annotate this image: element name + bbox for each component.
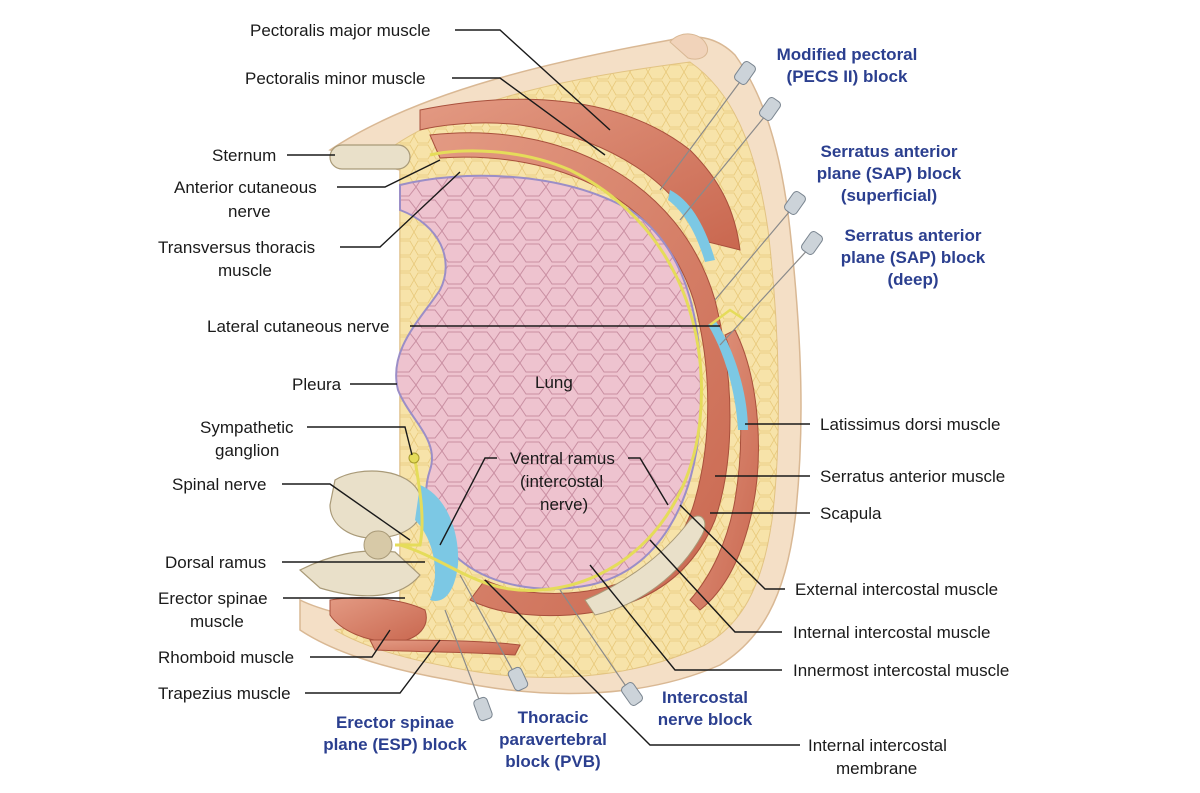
label-ventral-ramus-3: nerve) (540, 495, 588, 514)
label-latissimus-dorsi: Latissimus dorsi muscle (820, 415, 1000, 434)
block-esp-line-2: plane (ESP) block (323, 735, 467, 754)
spinal-nerve-trunk (395, 459, 424, 547)
label-external-intercostal: External intercostal muscle (795, 580, 998, 599)
label-ventral-ramus-1: Ventral ramus (510, 449, 615, 468)
label-internal-intercostal: Internal intercostal muscle (793, 623, 990, 642)
label-sympathetic-1: Sympathetic (200, 418, 294, 437)
label-internal-intercostal-membrane-2: membrane (836, 759, 917, 778)
block-esp-line-1: Erector spinae (336, 713, 454, 732)
label-scapula: Scapula (820, 504, 882, 523)
lateral-cutaneous-nerve-branch (709, 308, 746, 326)
block-label-sap-deep: Serratus anterior plane (SAP) block (dee… (841, 226, 986, 289)
sternum-bone (329, 144, 411, 170)
fascial-plane-deep (708, 320, 748, 430)
block-intercostal-line-1: Intercostal (662, 688, 748, 707)
scapula-bone (584, 515, 706, 616)
intercostal-nerve-path (399, 149, 703, 592)
label-lung: Lung (535, 373, 573, 392)
block-label-esp: Erector spinae plane (ESP) block (323, 713, 467, 754)
needle-hub-sap-superficial (759, 97, 781, 121)
label-lateral-cutaneous: Lateral cutaneous nerve (207, 317, 389, 336)
block-pvb-line-3: block (PVB) (505, 752, 600, 771)
label-rhomboid: Rhomboid muscle (158, 648, 294, 667)
label-ventral-ramus-2: (intercostal (520, 472, 603, 491)
label-spinal-nerve: Spinal nerve (172, 475, 267, 494)
label-internal-intercostal-membrane-1: Internal intercostal (808, 736, 947, 755)
block-sap-sup-line-2: plane (SAP) block (817, 164, 962, 183)
label-anterior-cutaneous-1: Anterior cutaneous (174, 178, 317, 197)
label-trapezius: Trapezius muscle (158, 684, 291, 703)
needles (444, 61, 823, 722)
block-sap-deep-line-1: Serratus anterior (845, 226, 982, 245)
fascial-plane-serratus (668, 190, 715, 262)
label-anterior-cutaneous-2: nerve (228, 202, 271, 221)
block-label-intercostal: Intercostal nerve block (658, 688, 753, 729)
needle-hub-sap-deep-1 (784, 191, 806, 215)
label-sternum: Sternum (212, 146, 276, 165)
sympathetic-ganglion-node (408, 452, 420, 464)
label-erector-spinae-1: Erector spinae (158, 589, 268, 608)
block-pvb-line-1: Thoracic (518, 708, 589, 727)
label-serratus-anterior: Serratus anterior muscle (820, 467, 1005, 486)
label-pleura: Pleura (292, 375, 342, 394)
label-transversus-thoracis-2: muscle (218, 261, 272, 280)
label-pectoralis-major: Pectoralis major muscle (250, 21, 430, 40)
needle-hub-pvb (507, 666, 529, 692)
label-sympathetic-2: ganglion (215, 441, 279, 460)
block-pecs-line-2: (PECS II) block (787, 67, 908, 86)
block-intercostal-line-2: nerve block (658, 710, 753, 729)
lung-shape (395, 174, 702, 590)
block-sap-deep-line-2: plane (SAP) block (841, 248, 986, 267)
block-sap-sup-line-1: Serratus anterior (821, 142, 958, 161)
breast-outline (669, 33, 708, 60)
leader-lines (282, 29, 810, 746)
block-sap-deep-line-3: (deep) (888, 270, 939, 289)
label-innermost-intercostal: Innermost intercostal muscle (793, 661, 1009, 680)
paravertebral-space (415, 485, 459, 601)
needle-hub-intercostal (621, 682, 643, 706)
label-erector-spinae-2: muscle (190, 612, 244, 631)
label-pectoralis-minor: Pectoralis minor muscle (245, 69, 425, 88)
needle-hub-sap-deep-2 (801, 231, 823, 255)
needle-hub-pecs (734, 61, 756, 85)
label-dorsal-ramus: Dorsal ramus (165, 553, 266, 572)
needle-hub-esp (473, 696, 493, 722)
trapezius-rhomboid-muscle (369, 639, 521, 656)
block-pvb-line-2: paravertebral (499, 730, 607, 749)
block-label-sap-superficial: Serratus anterior plane (SAP) block (sup… (817, 142, 962, 205)
block-label-paravertebral: Thoracic paravertebral block (PVB) (499, 708, 607, 771)
block-pecs-line-1: Modified pectoral (777, 45, 918, 64)
label-transversus-thoracis-1: Transversus thoracis (158, 238, 315, 257)
block-sap-sup-line-3: (superficial) (841, 186, 937, 205)
block-label-pecs: Modified pectoral (PECS II) block (777, 45, 918, 86)
chest-wall-muscle-band (429, 132, 731, 617)
